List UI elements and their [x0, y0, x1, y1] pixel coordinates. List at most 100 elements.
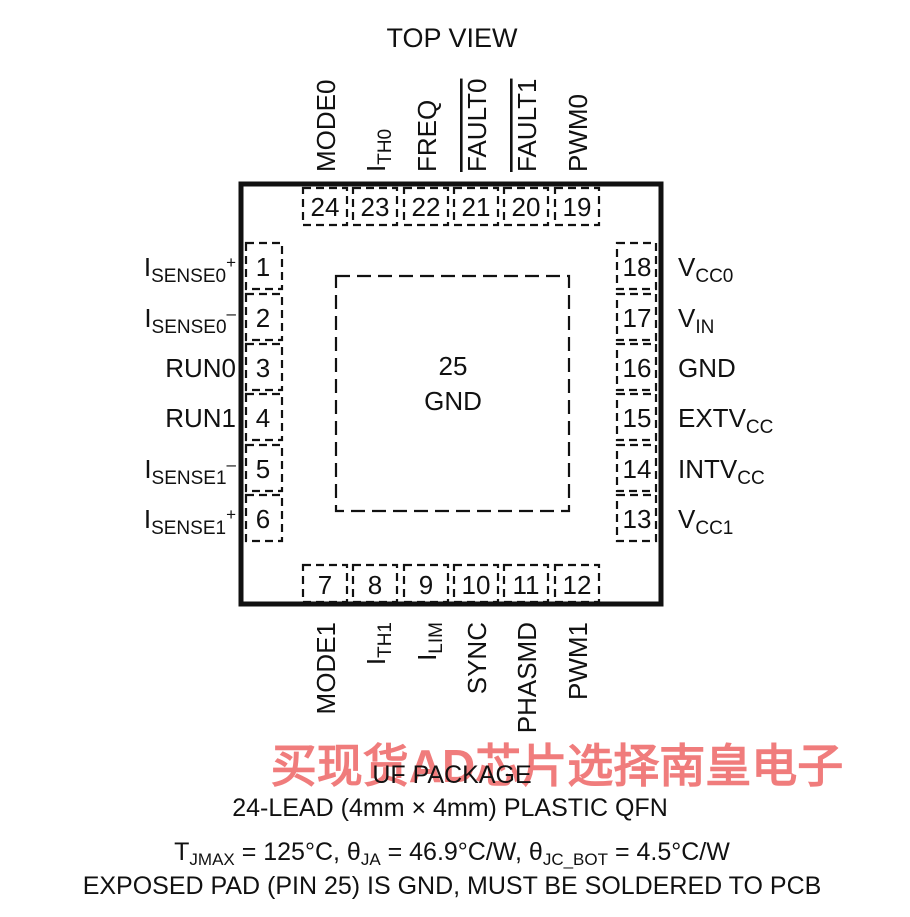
- pin-pad: [351, 186, 399, 227]
- pin-pad: [351, 563, 399, 604]
- caption-exposed-pad-note: EXPOSED PAD (PIN 25) IS GND, MUST BE SOL…: [83, 872, 822, 900]
- pin-pad: [615, 392, 658, 442]
- pin-name: FAULT1: [512, 79, 542, 172]
- pin-name: ISENSE0+: [144, 252, 236, 287]
- pin-4: 4 RUN1: [165, 392, 284, 442]
- pin-22: 22 FREQ: [402, 100, 450, 227]
- pin-number: 19: [563, 192, 592, 222]
- exposed-pad: [334, 274, 571, 513]
- pin-number: 6: [256, 504, 270, 534]
- pin-pad: [402, 186, 450, 227]
- pin-number: 10: [462, 570, 491, 600]
- pin-13: 13 VCC1: [615, 493, 733, 543]
- pin-pad: [553, 186, 601, 227]
- pin-21: 21 FAULT0: [452, 79, 500, 227]
- pin-number: 1: [256, 252, 270, 282]
- pin-name: VCC1: [678, 504, 733, 539]
- pin-5: 5 ISENSE1–: [144, 443, 284, 493]
- pin-pad: [402, 563, 450, 604]
- pin-number: 14: [623, 454, 652, 484]
- pin-number: 20: [512, 192, 541, 222]
- pin-pad: [452, 563, 500, 604]
- pin-name: VIN: [678, 303, 714, 338]
- pin-pad: [553, 563, 601, 604]
- pin-name: FAULT0: [462, 79, 492, 172]
- pin-name: SYNC: [462, 622, 492, 694]
- exposed-pad-label: GND: [424, 386, 482, 416]
- pin-name: EXTVCC: [678, 403, 773, 438]
- pin-23: 23 ITH0: [351, 129, 399, 227]
- pin-14: 14 INTVCC: [615, 443, 765, 493]
- pin-number: 11: [513, 570, 540, 600]
- pin-name: MODE1: [311, 622, 341, 714]
- pin-pad: [615, 443, 658, 493]
- package-body: [238, 181, 664, 607]
- pin-number: 9: [419, 570, 433, 600]
- pin-name: GND: [678, 353, 736, 383]
- pin-number: 13: [623, 504, 652, 534]
- pin-number: 7: [318, 570, 332, 600]
- pin-15: 15 EXTVCC: [615, 392, 773, 442]
- pin-pad: [244, 392, 284, 442]
- watermark-text: 买现货AD芯片选择南皇电子: [271, 740, 843, 792]
- pin-number: 16: [623, 353, 652, 383]
- pin-pad: [615, 342, 658, 392]
- pin-name: ISENSE1–: [144, 454, 236, 489]
- pin-name: INTVCC: [678, 454, 765, 489]
- pin-name: FREQ: [412, 100, 442, 172]
- pin-number: 4: [256, 403, 270, 433]
- pin-name: VCC0: [678, 252, 733, 287]
- pin-group: 1 ISENSE0+ 2 ISENSE0– 3 RUN0 4 RUN1 5 ISENSE1– 6 IS…: [144, 79, 774, 734]
- pin-24: 24 MODE0: [301, 80, 349, 227]
- pin-3: 3 RUN0: [165, 342, 284, 392]
- pin-16: 16 GND: [615, 342, 736, 392]
- pin-19: 19 PWM0: [553, 94, 601, 227]
- pin-pad: [301, 563, 349, 604]
- pin-pad: [244, 493, 284, 543]
- pin-number: 2: [256, 303, 270, 333]
- caption-package: UF PACKAGE: [372, 761, 531, 789]
- pin-name: PWM0: [563, 94, 593, 172]
- pin-name: ITH1: [361, 622, 396, 665]
- pin-name: RUN0: [165, 353, 236, 383]
- pin-name: ISENSE0–: [144, 303, 236, 338]
- pin-name: ISENSE1+: [144, 504, 236, 539]
- pin-name: RUN1: [165, 403, 236, 433]
- pin-number: 17: [623, 303, 652, 333]
- caption-thermal: TJMAX = 125°C, θJA = 46.9°C/W, θJC_BOT =…: [174, 838, 730, 869]
- caption-lead-info: 24-LEAD (4mm × 4mm) PLASTIC QFN: [232, 794, 668, 822]
- pin-number: 24: [311, 192, 340, 222]
- pin-pad: [502, 186, 550, 227]
- pin-number: 15: [623, 403, 652, 433]
- pin-pad: [452, 186, 500, 227]
- pin-number: 5: [256, 454, 270, 484]
- pin-pad: [244, 443, 284, 493]
- pin-2: 2 ISENSE0–: [144, 292, 284, 342]
- pin-name: PHASMD: [512, 622, 542, 733]
- pin-number: 3: [256, 353, 270, 383]
- pin-17: 17 VIN: [615, 292, 714, 342]
- pin-number: 22: [412, 192, 441, 222]
- pin-pad: [615, 493, 658, 543]
- pin-20: 20 FAULT1: [502, 79, 550, 227]
- pin-pad: [615, 292, 658, 342]
- pin-number: 12: [563, 570, 592, 600]
- pin-1: 1 ISENSE0+: [144, 241, 284, 291]
- pin-pad: [244, 342, 284, 392]
- pin-name: MODE0: [311, 80, 341, 172]
- pin-pad: [615, 241, 658, 291]
- pin-6: 6 ISENSE1+: [144, 493, 284, 543]
- pin-number: 21: [462, 192, 491, 222]
- pin-pad: [502, 563, 550, 604]
- pin-name: ITH0: [361, 129, 396, 172]
- pin-pad: [301, 186, 349, 227]
- pin-pad: [244, 292, 284, 342]
- pin-number: 8: [368, 570, 382, 600]
- pin-pad: [244, 241, 284, 291]
- pin-number: 23: [361, 192, 390, 222]
